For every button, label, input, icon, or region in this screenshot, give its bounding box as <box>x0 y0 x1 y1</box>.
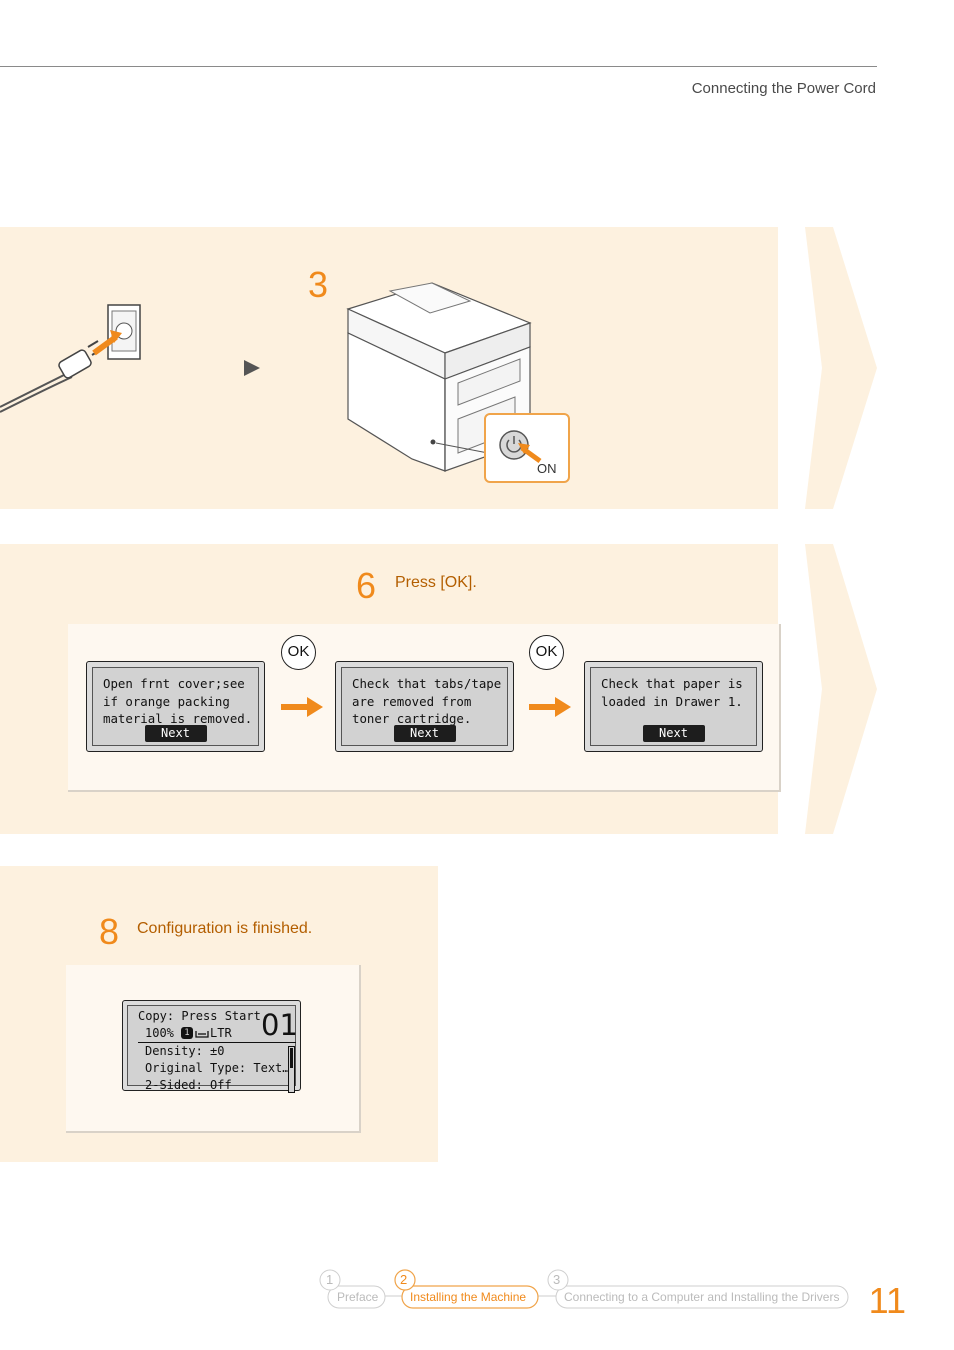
ok-button-icon: OK <box>529 635 564 670</box>
lcd-two-sided: 2-Sided: Off <box>145 1078 232 1092</box>
arrow-right-icon <box>529 697 571 717</box>
lcd-divider <box>138 1042 296 1043</box>
page-number: 11 <box>868 1280 906 1321</box>
lcd-screen: Check that tabs/tape are removed from to… <box>335 661 514 752</box>
play-arrow-icon <box>244 360 260 376</box>
drawer-1-icon: 1 <box>181 1027 193 1039</box>
lcd-zoom: 100% <box>145 1026 174 1040</box>
step-instruction: Press [OK]. <box>395 574 477 591</box>
step-number: 8 <box>99 911 120 952</box>
header-rule <box>0 66 877 67</box>
footer-link-preface[interactable]: Preface <box>337 1290 379 1304</box>
paper-tray-icon <box>195 1031 209 1038</box>
footer-step-num: 3 <box>553 1272 561 1287</box>
footer-step-num: 1 <box>326 1272 334 1287</box>
step-number: 3 <box>308 264 329 305</box>
power-plug-illustration <box>0 304 141 413</box>
lcd-message: Open frnt cover;see if orange packing ma… <box>103 676 253 726</box>
page-header-title: Connecting the Power Cord <box>691 80 876 97</box>
lcd-home-screen: Copy: Press Start 100% 1 LTR 01 Density:… <box>122 1000 301 1093</box>
arrow-right-icon <box>281 697 323 717</box>
lcd-message: Check that tabs/tape are removed from to… <box>352 676 502 726</box>
next-button: Next <box>642 725 705 742</box>
next-button: Next <box>144 725 207 742</box>
power-button-callout: ON <box>484 413 570 483</box>
lcd-density: Density: ±0 <box>145 1044 225 1058</box>
footer-link-installing[interactable]: Installing the Machine <box>410 1290 527 1304</box>
ok-button-icon: OK <box>281 635 316 670</box>
on-label: ON <box>537 461 557 476</box>
next-button: Next <box>393 725 456 742</box>
lcd-message: Check that paper is loaded in Drawer 1. <box>601 676 743 709</box>
footer-link-connecting[interactable]: Connecting to a Computer and Installing … <box>564 1290 840 1304</box>
step-instruction: Configuration is finished. <box>137 920 313 937</box>
chevron-decoration <box>778 544 954 834</box>
step-number: 6 <box>356 565 377 606</box>
lcd-original-type: Original Type: Text… <box>145 1061 290 1075</box>
lcd-screen: Check that paper is loaded in Drawer 1. … <box>584 661 763 752</box>
lcd-line-copy: Copy: Press Start <box>138 1009 261 1023</box>
lcd-screen: Open frnt cover;see if orange packing ma… <box>86 661 265 752</box>
footer-step-navigation <box>319 1269 849 1309</box>
lcd-scrollbar <box>288 1046 295 1093</box>
footer-step-num: 2 <box>400 1272 408 1287</box>
chevron-decoration <box>778 227 954 509</box>
step3-band: 3 ON <box>0 227 954 509</box>
lcd-copy-count: 01 <box>261 1008 298 1042</box>
lcd-paper-size: LTR <box>210 1026 232 1040</box>
